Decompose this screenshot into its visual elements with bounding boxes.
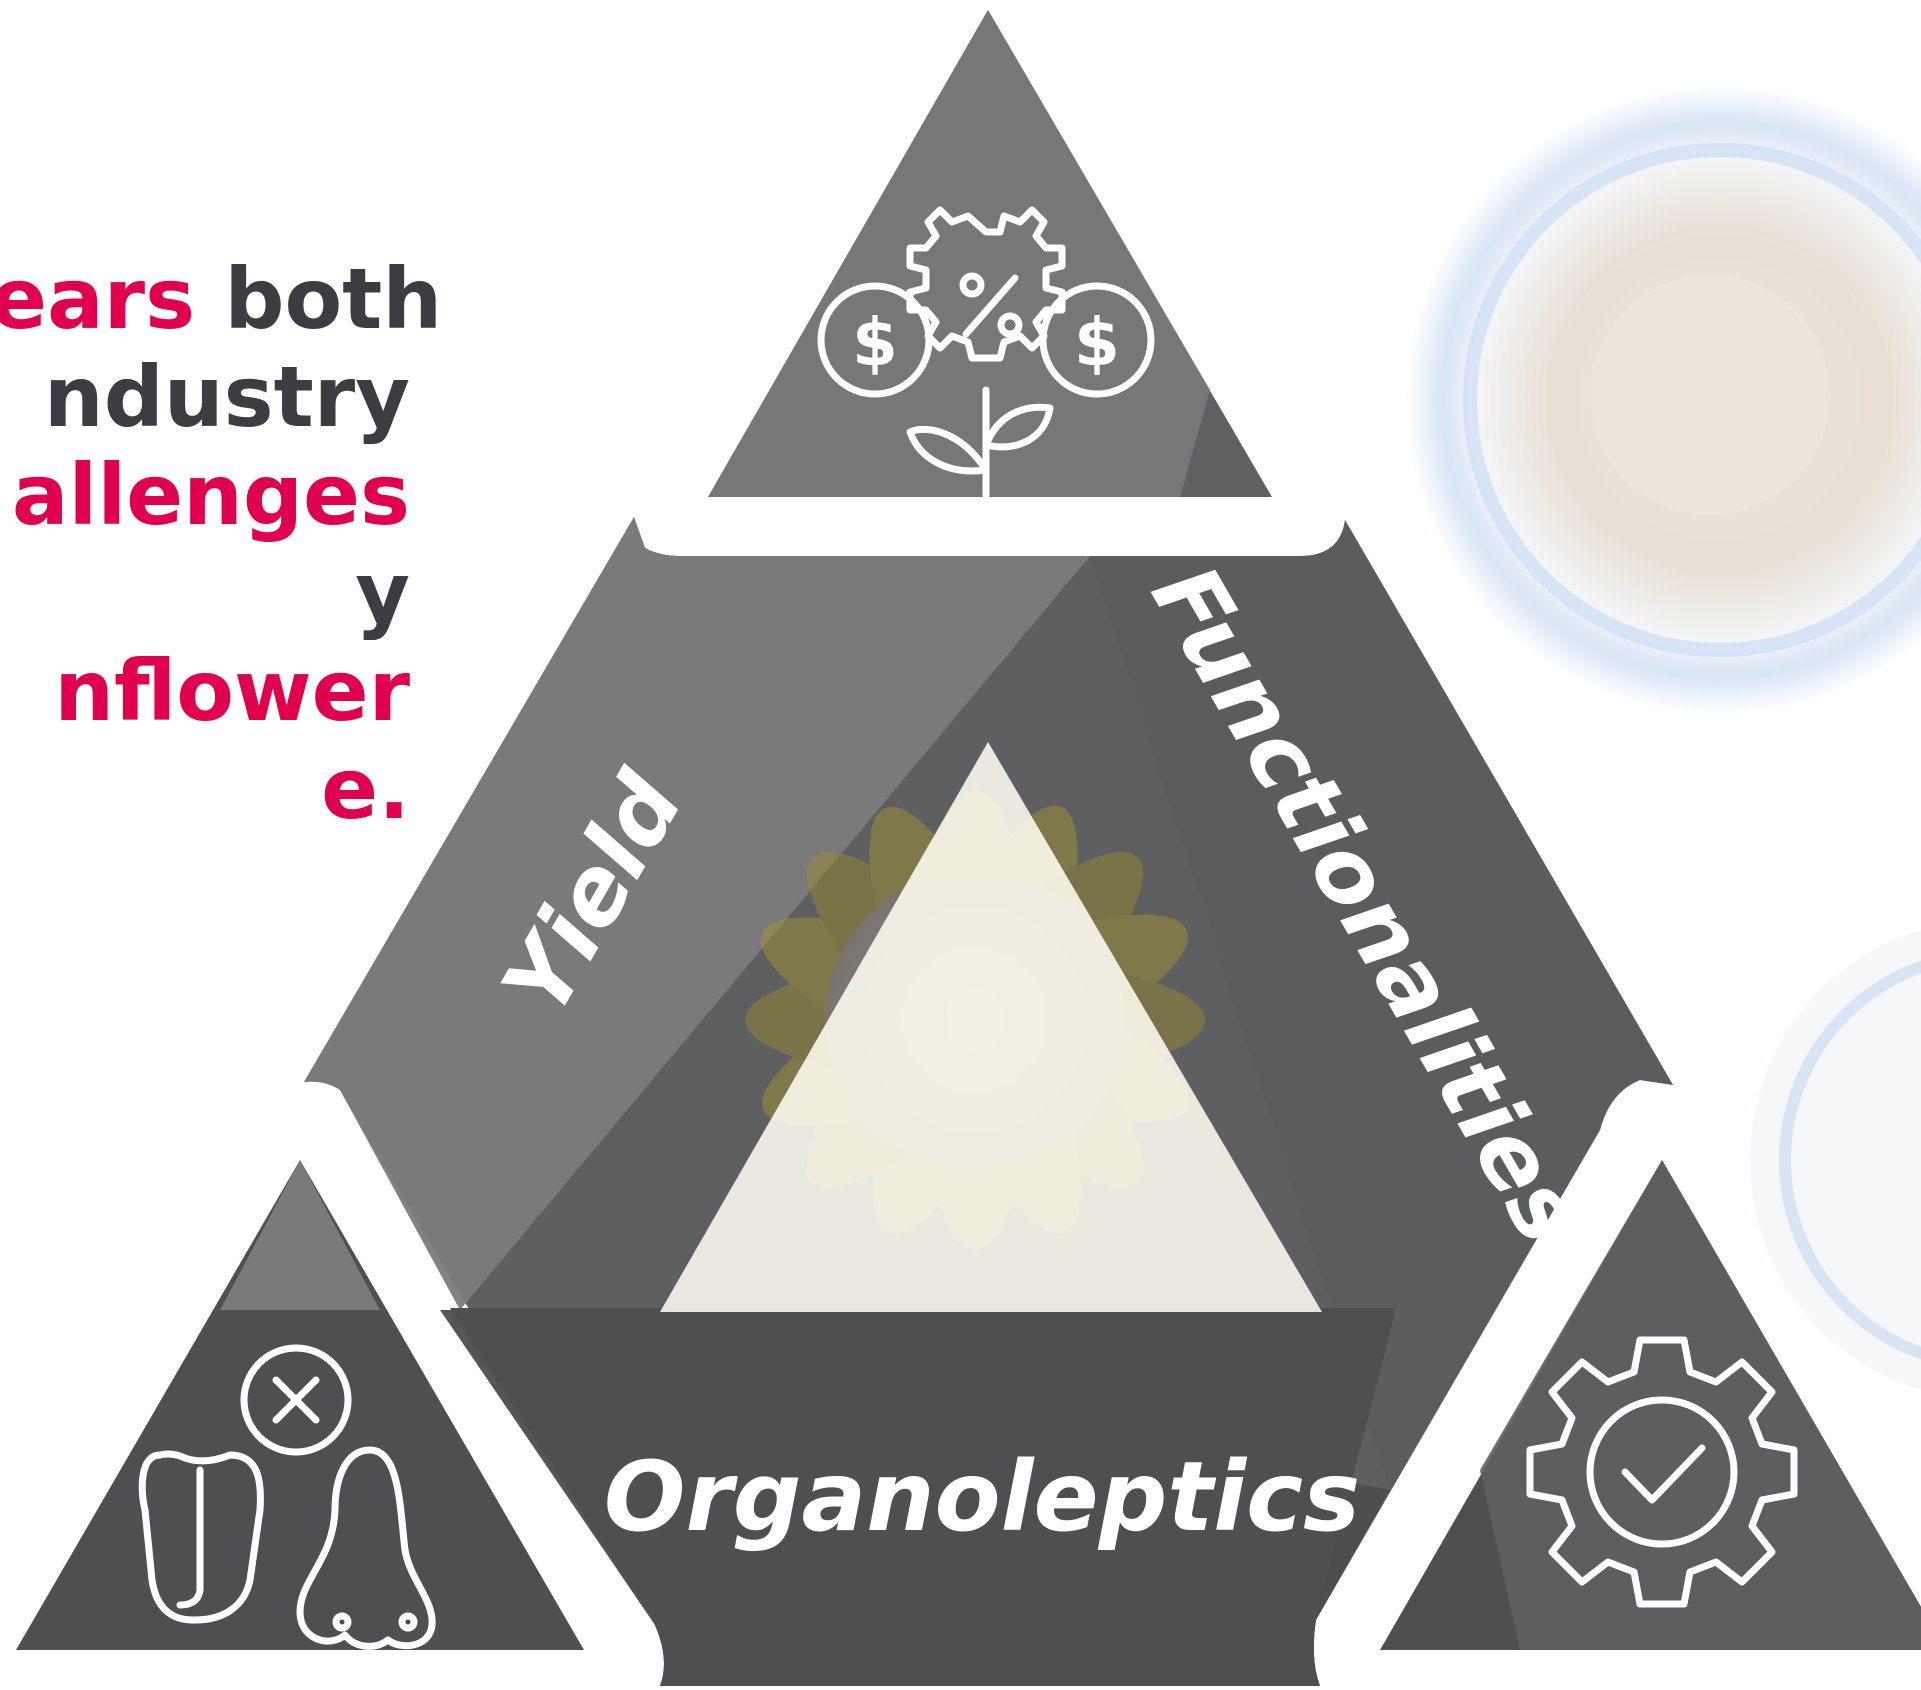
label-organoleptics: Organoleptics [604, 1441, 1360, 1553]
headline-line: nflower [0, 642, 410, 740]
headline-line: ndustry [0, 348, 410, 446]
headline-accent-text: allenges [11, 446, 410, 544]
center-triangle [660, 742, 1322, 1312]
headline-accent-text: e. [321, 740, 410, 838]
headline-line: ears both [0, 250, 442, 348]
second-jar-image [1750, 930, 1921, 1390]
taste-smell-icon [138, 1344, 436, 1650]
headline-text-part: y [355, 544, 410, 642]
money-growth-icon: $ $ [817, 206, 1155, 499]
gear-check-icon [1526, 1336, 1798, 1608]
svg-text:$: $ [1074, 304, 1120, 381]
headline-text-part: both [195, 250, 443, 348]
svg-text:$: $ [852, 304, 898, 381]
headline-text-part: ndustry [43, 348, 410, 446]
headline-line: y [0, 544, 410, 642]
headline-accent-text: ears [0, 250, 196, 348]
headline-accent-text: nflower [54, 642, 410, 740]
headline-line: allenges [0, 446, 410, 544]
headline-line: e. [0, 740, 410, 838]
powder-jar-image [1405, 85, 1921, 715]
main-triangle [304, 517, 1673, 1686]
